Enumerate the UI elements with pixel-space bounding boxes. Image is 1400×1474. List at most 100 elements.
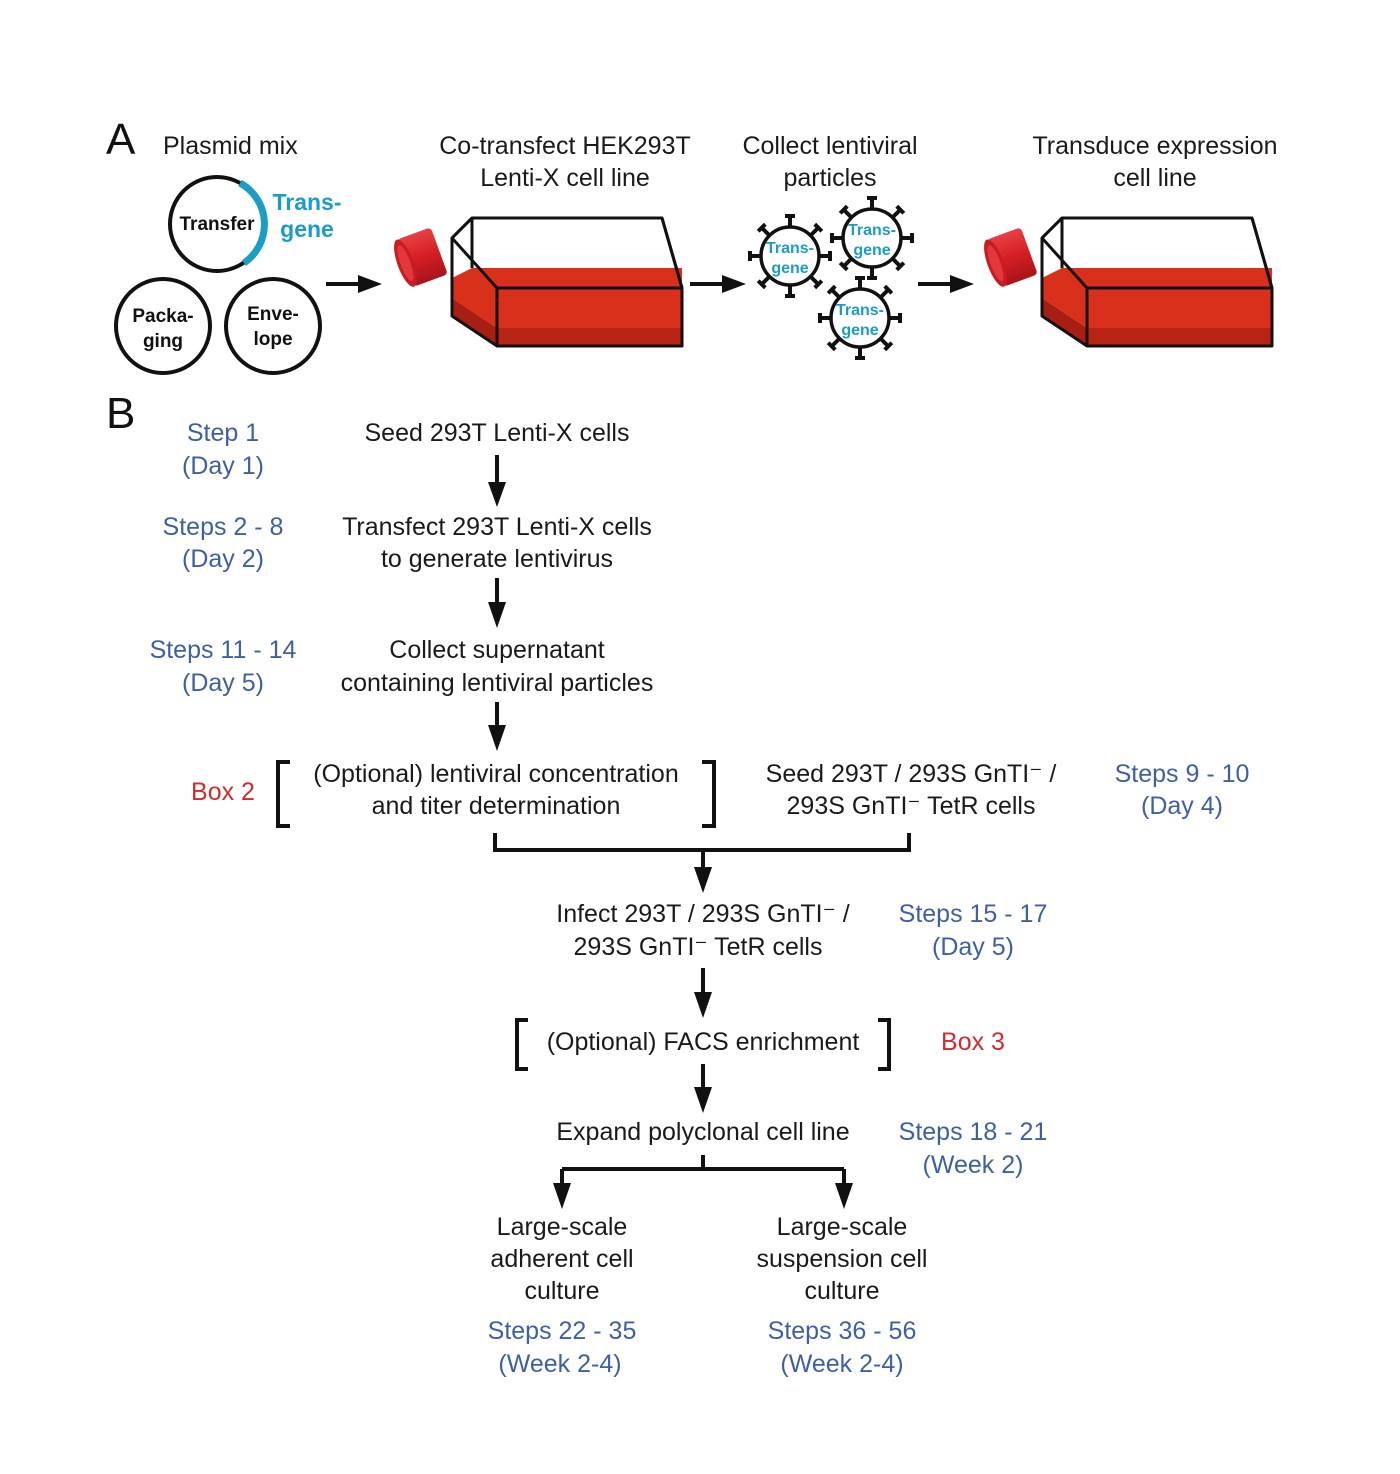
cotransfect-heading-line2: Lenti-X cell line (480, 164, 650, 192)
transfer-plasmid: Transfer (168, 175, 268, 273)
steps11-14-day: (Day 5) (182, 669, 264, 697)
transduce-heading-line1: Transduce expression (1032, 132, 1277, 160)
culture-flask-icon (387, 216, 684, 348)
split-connector (560, 1155, 846, 1185)
merge-connector (493, 833, 911, 852)
adherent-line3: culture (524, 1277, 599, 1305)
steps22-35-week: (Week 2-4) (498, 1350, 621, 1378)
transgene-label-line1: Trans- (272, 189, 341, 215)
step1-day: (Day 1) (182, 452, 264, 480)
capsid (829, 287, 891, 349)
adherent-line2: adherent cell (490, 1245, 633, 1273)
arrow-down-icon (488, 578, 506, 628)
particle-transgene-label: gene (853, 242, 890, 259)
bracket-right (702, 760, 716, 828)
spike-cap (883, 284, 894, 295)
transduce-heading-line2: cell line (1113, 164, 1196, 192)
collect-supernatant-line1: Collect supernatant (389, 636, 604, 664)
seed-lentix-text: Seed 293T Lenti-X cells (365, 419, 630, 447)
adherent-line1: Large-scale (497, 1213, 628, 1241)
arrow-right-icon (326, 275, 382, 293)
transgene-label-line2: gene (280, 216, 334, 242)
cotransfect-heading-line1: Co-transfect HEK293T (439, 132, 691, 160)
particle-transgene-label: Trans- (848, 222, 896, 239)
arrow-down-icon (488, 455, 506, 507)
panel-b-label: B (106, 389, 135, 438)
suspension-line3: culture (804, 1277, 879, 1305)
steps9-10-day: (Day 4) (1141, 792, 1223, 820)
steps36-56-week: (Week 2-4) (780, 1350, 903, 1378)
arrow-right-icon (918, 275, 974, 293)
particle-transgene-label: Trans- (836, 302, 884, 319)
bracket-right (878, 1018, 891, 1071)
optional-concentration-line1: (Optional) lentiviral concentration (313, 760, 678, 788)
spike-cap (838, 204, 849, 215)
bracket-left (515, 1018, 528, 1071)
spike-cap (813, 222, 824, 233)
seed-expression-line1: Seed 293T / 293S GnTI⁻ / (766, 760, 1057, 788)
transfect-text-line1: Transfect 293T Lenti-X cells (342, 513, 652, 541)
envelope-plasmid: Enve- lope (224, 277, 322, 375)
spike-cap (838, 261, 849, 272)
arrow-down-icon (694, 1064, 712, 1113)
suspension-line2: suspension cell (757, 1245, 928, 1273)
spike-cap (895, 261, 906, 272)
collect-heading-line1: Collect lentiviral (742, 132, 917, 160)
steps15-17-day: (Day 5) (932, 933, 1014, 961)
infect-line1: Infect 293T / 293S GnTI⁻ / (556, 900, 849, 928)
spike-cap (756, 279, 767, 290)
lentiviral-particle-icon: Trans-gene (748, 214, 832, 298)
box3-label: Box 3 (941, 1028, 1005, 1056)
arrow-down-icon (835, 1183, 853, 1209)
steps18-21-label: Steps 18 - 21 (899, 1118, 1048, 1146)
lentiviral-particle-icon: Trans-gene (818, 276, 902, 360)
bracket-left (276, 760, 290, 828)
steps22-35-label: Steps 22 - 35 (488, 1317, 637, 1345)
arrow-down-icon (694, 850, 712, 893)
steps15-17-label: Steps 15 - 17 (899, 900, 1048, 928)
expand-text: Expand polyclonal cell line (556, 1118, 849, 1146)
transgene-insert (238, 179, 268, 266)
envelope-label-line1: Enve- (247, 304, 299, 325)
packaging-label-line1: Packa- (132, 306, 193, 327)
steps11-14-label: Steps 11 - 14 (150, 636, 297, 664)
lentiviral-particle-icon: Trans-gene (830, 196, 914, 280)
steps2-8-label: Steps 2 - 8 (163, 513, 284, 541)
capsid (841, 207, 903, 269)
spike-cap (813, 279, 824, 290)
transfer-label: Transfer (180, 214, 256, 235)
packaging-plasmid: Packa- ging (114, 277, 212, 375)
spike-cap (895, 204, 906, 215)
particle-transgene-label: Trans- (766, 240, 814, 257)
panel-a-label: A (106, 115, 136, 164)
optional-concentration-line2: and titer determination (372, 792, 621, 820)
arrow-down-icon (488, 702, 506, 751)
particle-transgene-label: gene (771, 260, 808, 277)
arrow-right-icon (690, 275, 746, 293)
transfect-text-line2: to generate lentivirus (381, 545, 613, 573)
steps9-10-label: Steps 9 - 10 (1115, 760, 1250, 788)
collect-supernatant-line2: containing lentiviral particles (341, 669, 654, 697)
particle-transgene-label: gene (841, 322, 878, 339)
spike-cap (826, 284, 837, 295)
envelope-label-line2: lope (253, 329, 292, 350)
steps18-21-week: (Week 2) (923, 1151, 1024, 1179)
capsid (759, 225, 821, 287)
collect-heading-line2: particles (783, 164, 876, 192)
culture-flask-icon (977, 216, 1274, 348)
spike-cap (883, 341, 894, 352)
step1-label: Step 1 (187, 419, 259, 447)
steps36-56-label: Steps 36 - 56 (768, 1317, 917, 1345)
arrow-down-icon (694, 968, 712, 1018)
box2-label: Box 2 (191, 778, 255, 806)
facs-enrichment-text: (Optional) FACS enrichment (547, 1028, 860, 1056)
suspension-line1: Large-scale (777, 1213, 908, 1241)
steps2-8-day: (Day 2) (182, 545, 264, 573)
packaging-label-line2: ging (143, 331, 183, 352)
infect-line2: 293S GnTI⁻ TetR cells (574, 933, 823, 961)
plasmid-mix-heading: Plasmid mix (163, 132, 298, 160)
spike-cap (826, 341, 837, 352)
arrow-down-icon (553, 1183, 571, 1209)
spike-cap (756, 222, 767, 233)
